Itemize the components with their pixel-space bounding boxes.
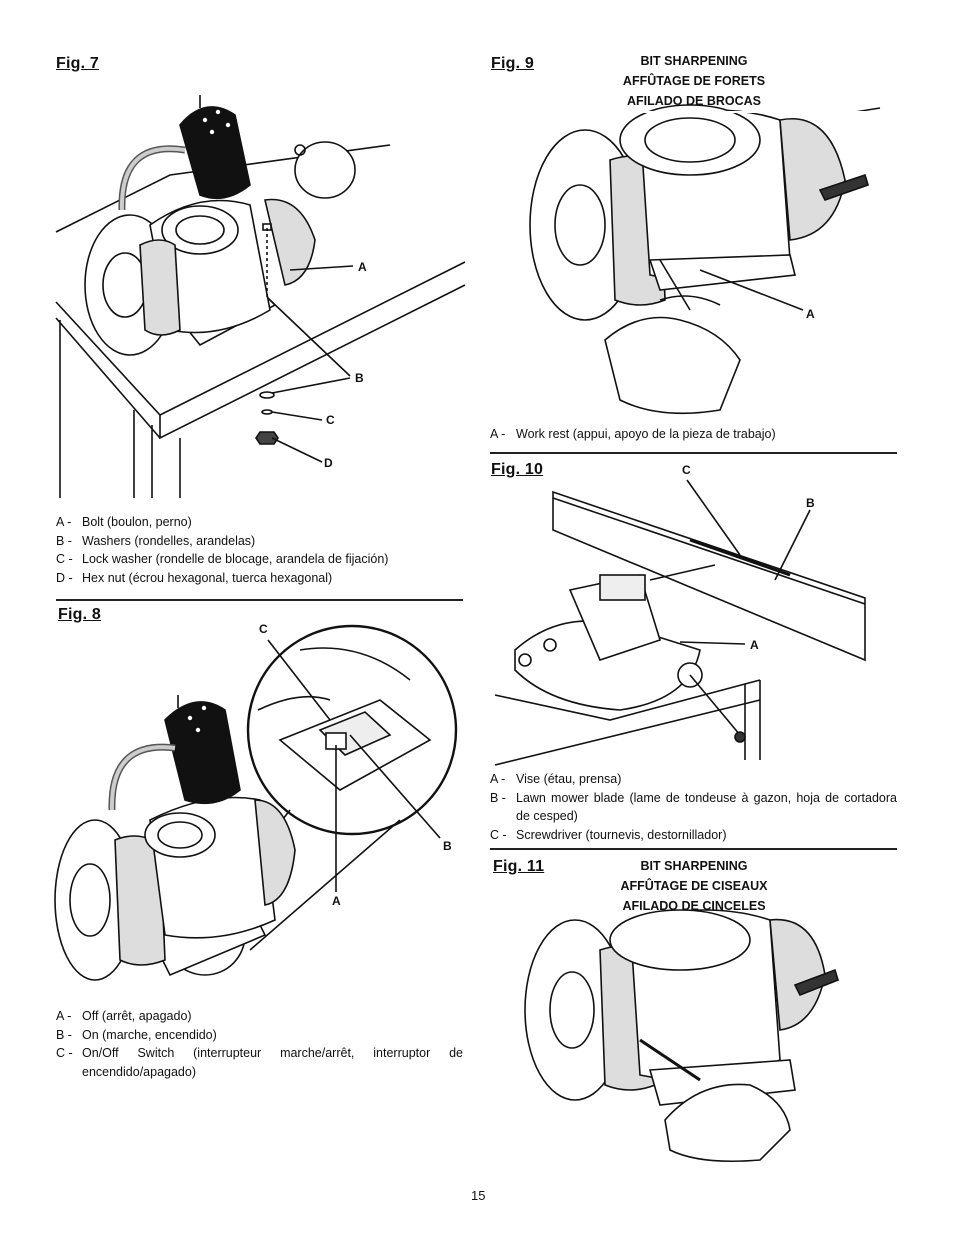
legend-item: A -Vise (étau, prensa) — [490, 772, 622, 786]
fig9-heading: BIT SHARPENING AFFÛTAGE DE FORETS AFILAD… — [622, 54, 766, 108]
fig11-heading: BIT SHARPENING AFFÛTAGE DE CISEAUX AFILA… — [620, 859, 768, 913]
legend-item: A -Work rest (appui, apoyo de la pieza d… — [490, 427, 776, 441]
legend-item: B -Washers (rondelles, arandelas) — [56, 533, 256, 548]
fig9-label: Fig. 9 — [491, 55, 534, 72]
fig10-label: Fig. 10 — [491, 461, 544, 478]
fig9-callout-a: A — [806, 307, 815, 321]
fig7-callout-b: B — [355, 371, 364, 385]
legend-item: C -Screwdriver (tournevis, destornillado… — [490, 827, 727, 842]
fig10-legend: A -Vise (étau, prensa) B -Lawn mower bla… — [490, 770, 897, 844]
fig10-callout-c: C — [682, 463, 691, 477]
page-number: 15 — [471, 1188, 486, 1203]
divider — [490, 452, 897, 454]
legend-item: B -On (marche, encendido) — [56, 1027, 217, 1042]
legend-item: A -Bolt (boulon, perno) — [56, 515, 192, 529]
fig7-callout-a: A — [358, 260, 367, 274]
fig7-label: Fig. 7 — [56, 55, 99, 72]
fig7-callout-d: D — [324, 456, 333, 470]
legend-item: C -Lock washer (rondelle de blocage, ara… — [56, 552, 389, 566]
fig9-legend: A -Work rest (appui, apoyo de la pieza d… — [490, 425, 897, 444]
fig8-legend: A -Off (arrêt, apagado) B -On (marche, e… — [56, 1007, 463, 1081]
fig7-callout-c: C — [326, 413, 335, 427]
fig10-callout-b: B — [806, 496, 815, 510]
legend-item: C -On/Off Switch (interrupteur marche/ar… — [56, 1046, 463, 1079]
legend-item: D -Hex nut (écrou hexagonal, tuerca hexa… — [56, 570, 333, 585]
fig8-callout-c: C — [259, 622, 268, 636]
legend-item: A -Off (arrêt, apagado) — [56, 1009, 192, 1023]
fig10-callout-a: A — [750, 638, 759, 652]
fig8-label: Fig. 8 — [58, 606, 101, 623]
fig7-legend: A -Bolt (boulon, perno) B -Washers (rond… — [56, 513, 466, 587]
divider — [490, 848, 897, 850]
legend-item: B -Lawn mower blade (lame de tondeuse à … — [490, 790, 897, 824]
fig8-callout-a: A — [332, 894, 341, 908]
fig8-callout-b: B — [443, 839, 452, 853]
fig11-label: Fig. 11 — [493, 858, 545, 875]
divider — [56, 599, 463, 601]
